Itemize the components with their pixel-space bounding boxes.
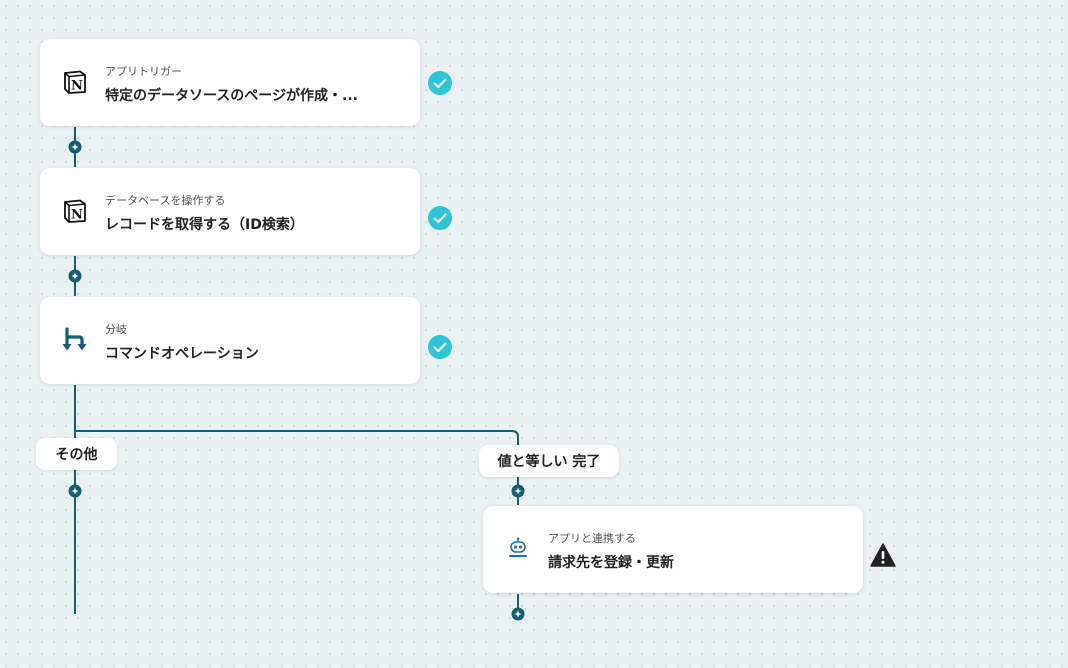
step-card-branch[interactable]: 分岐 コマンドオペレーション [40,297,420,384]
add-step-node[interactable] [68,484,82,498]
branch-label-else[interactable]: その他 [36,438,117,470]
svg-text:N: N [71,79,83,94]
step-card-app-integration[interactable]: アプリと連携する 請求先を登録・更新 [483,506,863,593]
step-sublabel: アプリと連携する [548,532,636,545]
step-label: 特定のデータソースのページが作成・... [105,88,358,104]
step-label: コマンドオペレーション [105,346,259,362]
step-label: 請求先を登録・更新 [548,555,674,571]
step-sublabel: 分岐 [105,323,127,336]
step-sublabel: アプリトリガー [105,65,182,78]
branch-label-match[interactable]: 値と等しい 完了 [479,445,619,477]
warning-icon [870,543,896,567]
robot-app-icon [503,534,533,564]
notion-icon: N [60,196,90,226]
check-circle-icon [428,206,452,230]
step-card-trigger[interactable]: N アプリトリガー 特定のデータソースのページが作成・... [40,39,420,126]
branch-connector-line [75,430,519,505]
add-step-node[interactable] [68,269,82,283]
step-card-database[interactable]: N データベースを操作する レコードを取得する（ID検索） [40,168,420,255]
svg-text:N: N [71,208,83,223]
add-step-node[interactable] [68,140,82,154]
add-step-node[interactable] [511,484,525,498]
step-sublabel: データベースを操作する [105,194,226,207]
add-step-node[interactable] [511,607,525,621]
branch-icon [60,325,90,355]
check-circle-icon [428,335,452,359]
check-circle-icon [428,71,452,95]
step-label: レコードを取得する（ID検索） [105,217,304,233]
notion-icon: N [60,67,90,97]
